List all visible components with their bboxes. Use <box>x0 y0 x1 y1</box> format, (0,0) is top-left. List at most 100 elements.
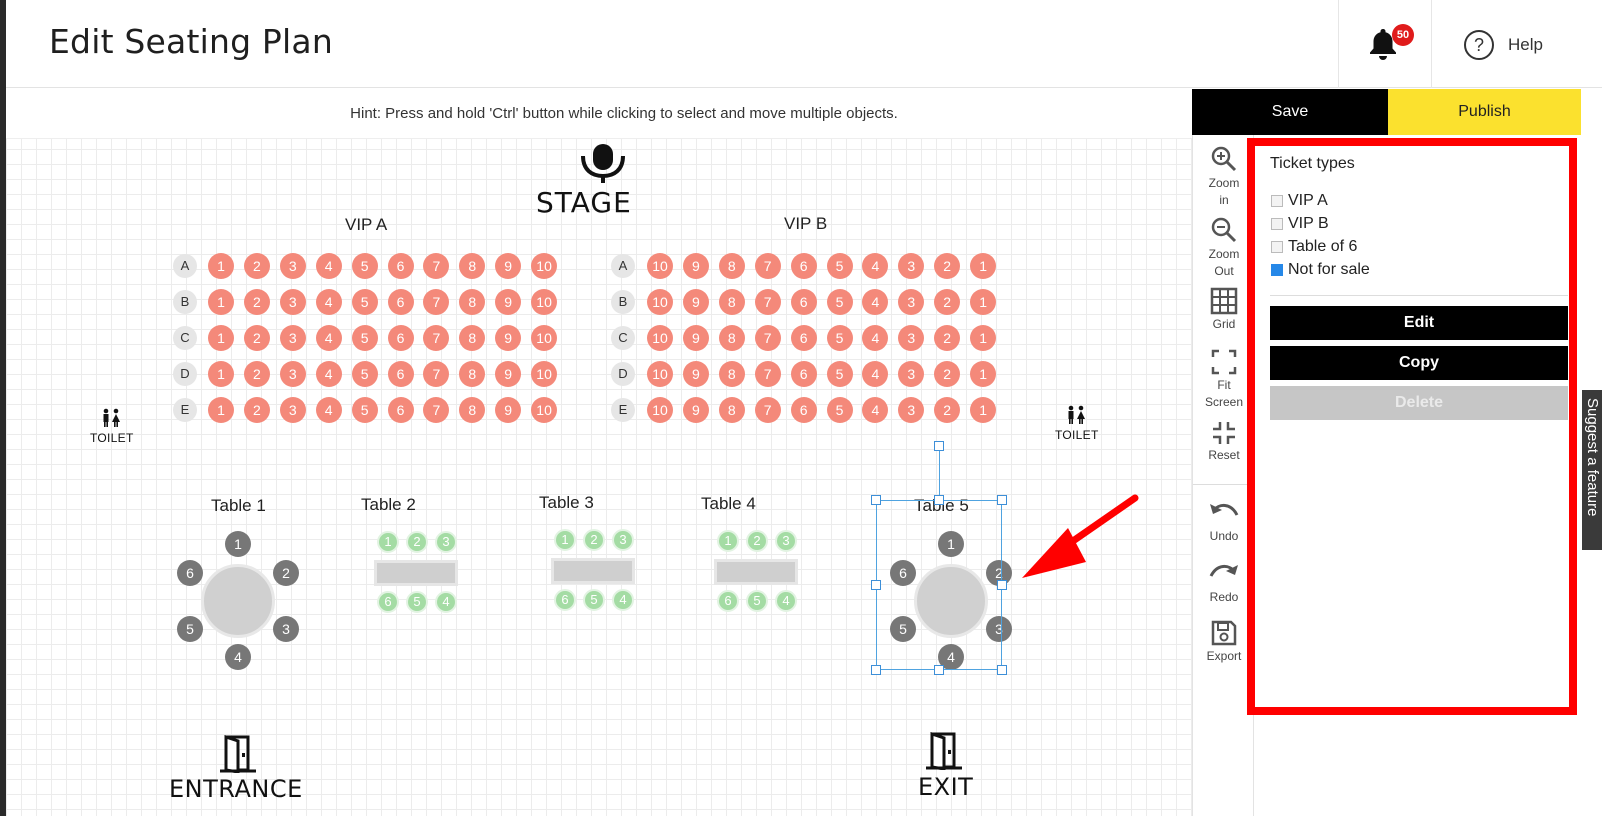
seat[interactable]: 8 <box>718 253 745 279</box>
seat[interactable]: 3 <box>279 397 306 423</box>
ticket-type-checkbox[interactable] <box>1271 218 1283 230</box>
seat[interactable]: 4 <box>862 253 889 279</box>
seat[interactable]: 8 <box>718 361 745 387</box>
table-seat[interactable]: 1 <box>938 531 964 557</box>
seat[interactable]: 9 <box>682 325 709 351</box>
seat[interactable]: 4 <box>315 397 342 423</box>
rotate-handle[interactable] <box>934 441 944 451</box>
table-seat[interactable]: 5 <box>406 591 428 613</box>
seat[interactable]: 8 <box>718 397 745 423</box>
seat[interactable]: 9 <box>495 253 522 279</box>
seat[interactable]: 10 <box>531 325 558 351</box>
seat[interactable]: 3 <box>279 253 306 279</box>
table-seat[interactable]: 2 <box>583 529 605 551</box>
edit-button[interactable]: Edit <box>1270 306 1568 340</box>
fit-screen-button[interactable]: Fit Screen <box>1193 349 1255 411</box>
seat[interactable]: 9 <box>495 397 522 423</box>
ticket-type-checkbox[interactable] <box>1271 264 1283 276</box>
rect-table[interactable] <box>714 559 798 585</box>
seat[interactable]: 9 <box>682 397 709 423</box>
round-table[interactable] <box>201 564 275 638</box>
table-seat[interactable]: 3 <box>986 616 1012 642</box>
seat[interactable]: 10 <box>531 289 558 315</box>
table-seat[interactable]: 4 <box>435 591 457 613</box>
table-seat[interactable]: 1 <box>225 531 251 557</box>
ticket-type-checkbox[interactable] <box>1271 241 1283 253</box>
table-seat[interactable]: 3 <box>435 531 457 553</box>
table-seat[interactable]: 4 <box>225 644 251 670</box>
seat[interactable]: 7 <box>423 361 450 387</box>
ticket-type-option[interactable]: Table of 6 <box>1271 238 1357 256</box>
table-seat[interactable]: 1 <box>717 530 739 552</box>
table-seat[interactable]: 4 <box>775 590 797 612</box>
ticket-type-option[interactable]: Not for sale <box>1271 261 1370 279</box>
table-seat[interactable]: 1 <box>554 529 576 551</box>
seat[interactable]: 2 <box>934 361 961 387</box>
seat[interactable]: 7 <box>423 289 450 315</box>
seat[interactable]: 3 <box>898 253 925 279</box>
seat[interactable]: 9 <box>682 361 709 387</box>
seat[interactable]: 3 <box>898 289 925 315</box>
round-table[interactable] <box>914 564 988 638</box>
suggest-feature-tab[interactable] <box>1582 390 1602 550</box>
seat[interactable]: 7 <box>423 397 450 423</box>
table-seat[interactable]: 5 <box>583 589 605 611</box>
table-seat[interactable]: 2 <box>273 560 299 586</box>
seat[interactable]: 7 <box>754 253 781 279</box>
seat[interactable]: 6 <box>790 253 817 279</box>
seat[interactable]: 3 <box>279 361 306 387</box>
seat[interactable]: 3 <box>898 325 925 351</box>
seat[interactable]: 5 <box>826 289 853 315</box>
seat[interactable]: 7 <box>754 361 781 387</box>
seat[interactable]: 1 <box>970 289 997 315</box>
table-seat[interactable]: 2 <box>986 560 1012 586</box>
seat[interactable]: 8 <box>459 397 486 423</box>
seat[interactable]: 4 <box>862 289 889 315</box>
delete-button[interactable]: Delete <box>1270 386 1568 420</box>
seat[interactable]: 8 <box>718 325 745 351</box>
table-seat[interactable]: 1 <box>377 531 399 553</box>
seat[interactable]: 3 <box>898 361 925 387</box>
table-seat[interactable]: 6 <box>890 560 916 586</box>
table-seat[interactable]: 5 <box>177 616 203 642</box>
seat[interactable]: 7 <box>754 325 781 351</box>
seat[interactable]: 2 <box>243 361 270 387</box>
copy-button[interactable]: Copy <box>1270 346 1568 380</box>
seat[interactable]: 6 <box>387 325 414 351</box>
resize-handle-bottom-right[interactable] <box>997 665 1007 675</box>
seat[interactable]: 2 <box>934 289 961 315</box>
seat[interactable]: 3 <box>279 325 306 351</box>
seat[interactable]: 2 <box>934 253 961 279</box>
rect-table[interactable] <box>374 560 458 586</box>
seat[interactable]: 10 <box>647 361 673 387</box>
table-seat[interactable]: 3 <box>612 529 634 551</box>
seat[interactable]: 5 <box>351 289 378 315</box>
seat[interactable]: 8 <box>459 361 486 387</box>
seat[interactable]: 1 <box>208 397 234 423</box>
publish-button[interactable]: Publish <box>1388 89 1581 135</box>
seat[interactable]: 5 <box>826 325 853 351</box>
seat[interactable]: 1 <box>970 325 997 351</box>
table-seat[interactable]: 3 <box>775 530 797 552</box>
table-seat[interactable]: 5 <box>890 616 916 642</box>
seat[interactable]: 2 <box>243 253 270 279</box>
table-seat[interactable]: 6 <box>717 590 739 612</box>
resize-handle-top-right[interactable] <box>997 495 1007 505</box>
notifications-button[interactable]: 50 <box>1366 24 1414 66</box>
resize-handle-right[interactable] <box>997 580 1007 590</box>
table-seat[interactable]: 6 <box>554 589 576 611</box>
seat[interactable]: 6 <box>790 289 817 315</box>
seat[interactable]: 5 <box>351 253 378 279</box>
seat[interactable]: 5 <box>826 253 853 279</box>
seat[interactable]: 10 <box>647 325 673 351</box>
seat[interactable]: 4 <box>315 253 342 279</box>
seat[interactable]: 4 <box>315 289 342 315</box>
table-seat[interactable]: 2 <box>406 531 428 553</box>
seat[interactable]: 7 <box>423 325 450 351</box>
seat[interactable]: 10 <box>647 289 673 315</box>
resize-handle-left[interactable] <box>871 580 881 590</box>
seat[interactable]: 4 <box>862 397 889 423</box>
help-button[interactable]: ? Help <box>1464 28 1543 62</box>
seat[interactable]: 2 <box>243 325 270 351</box>
seat[interactable]: 2 <box>243 289 270 315</box>
